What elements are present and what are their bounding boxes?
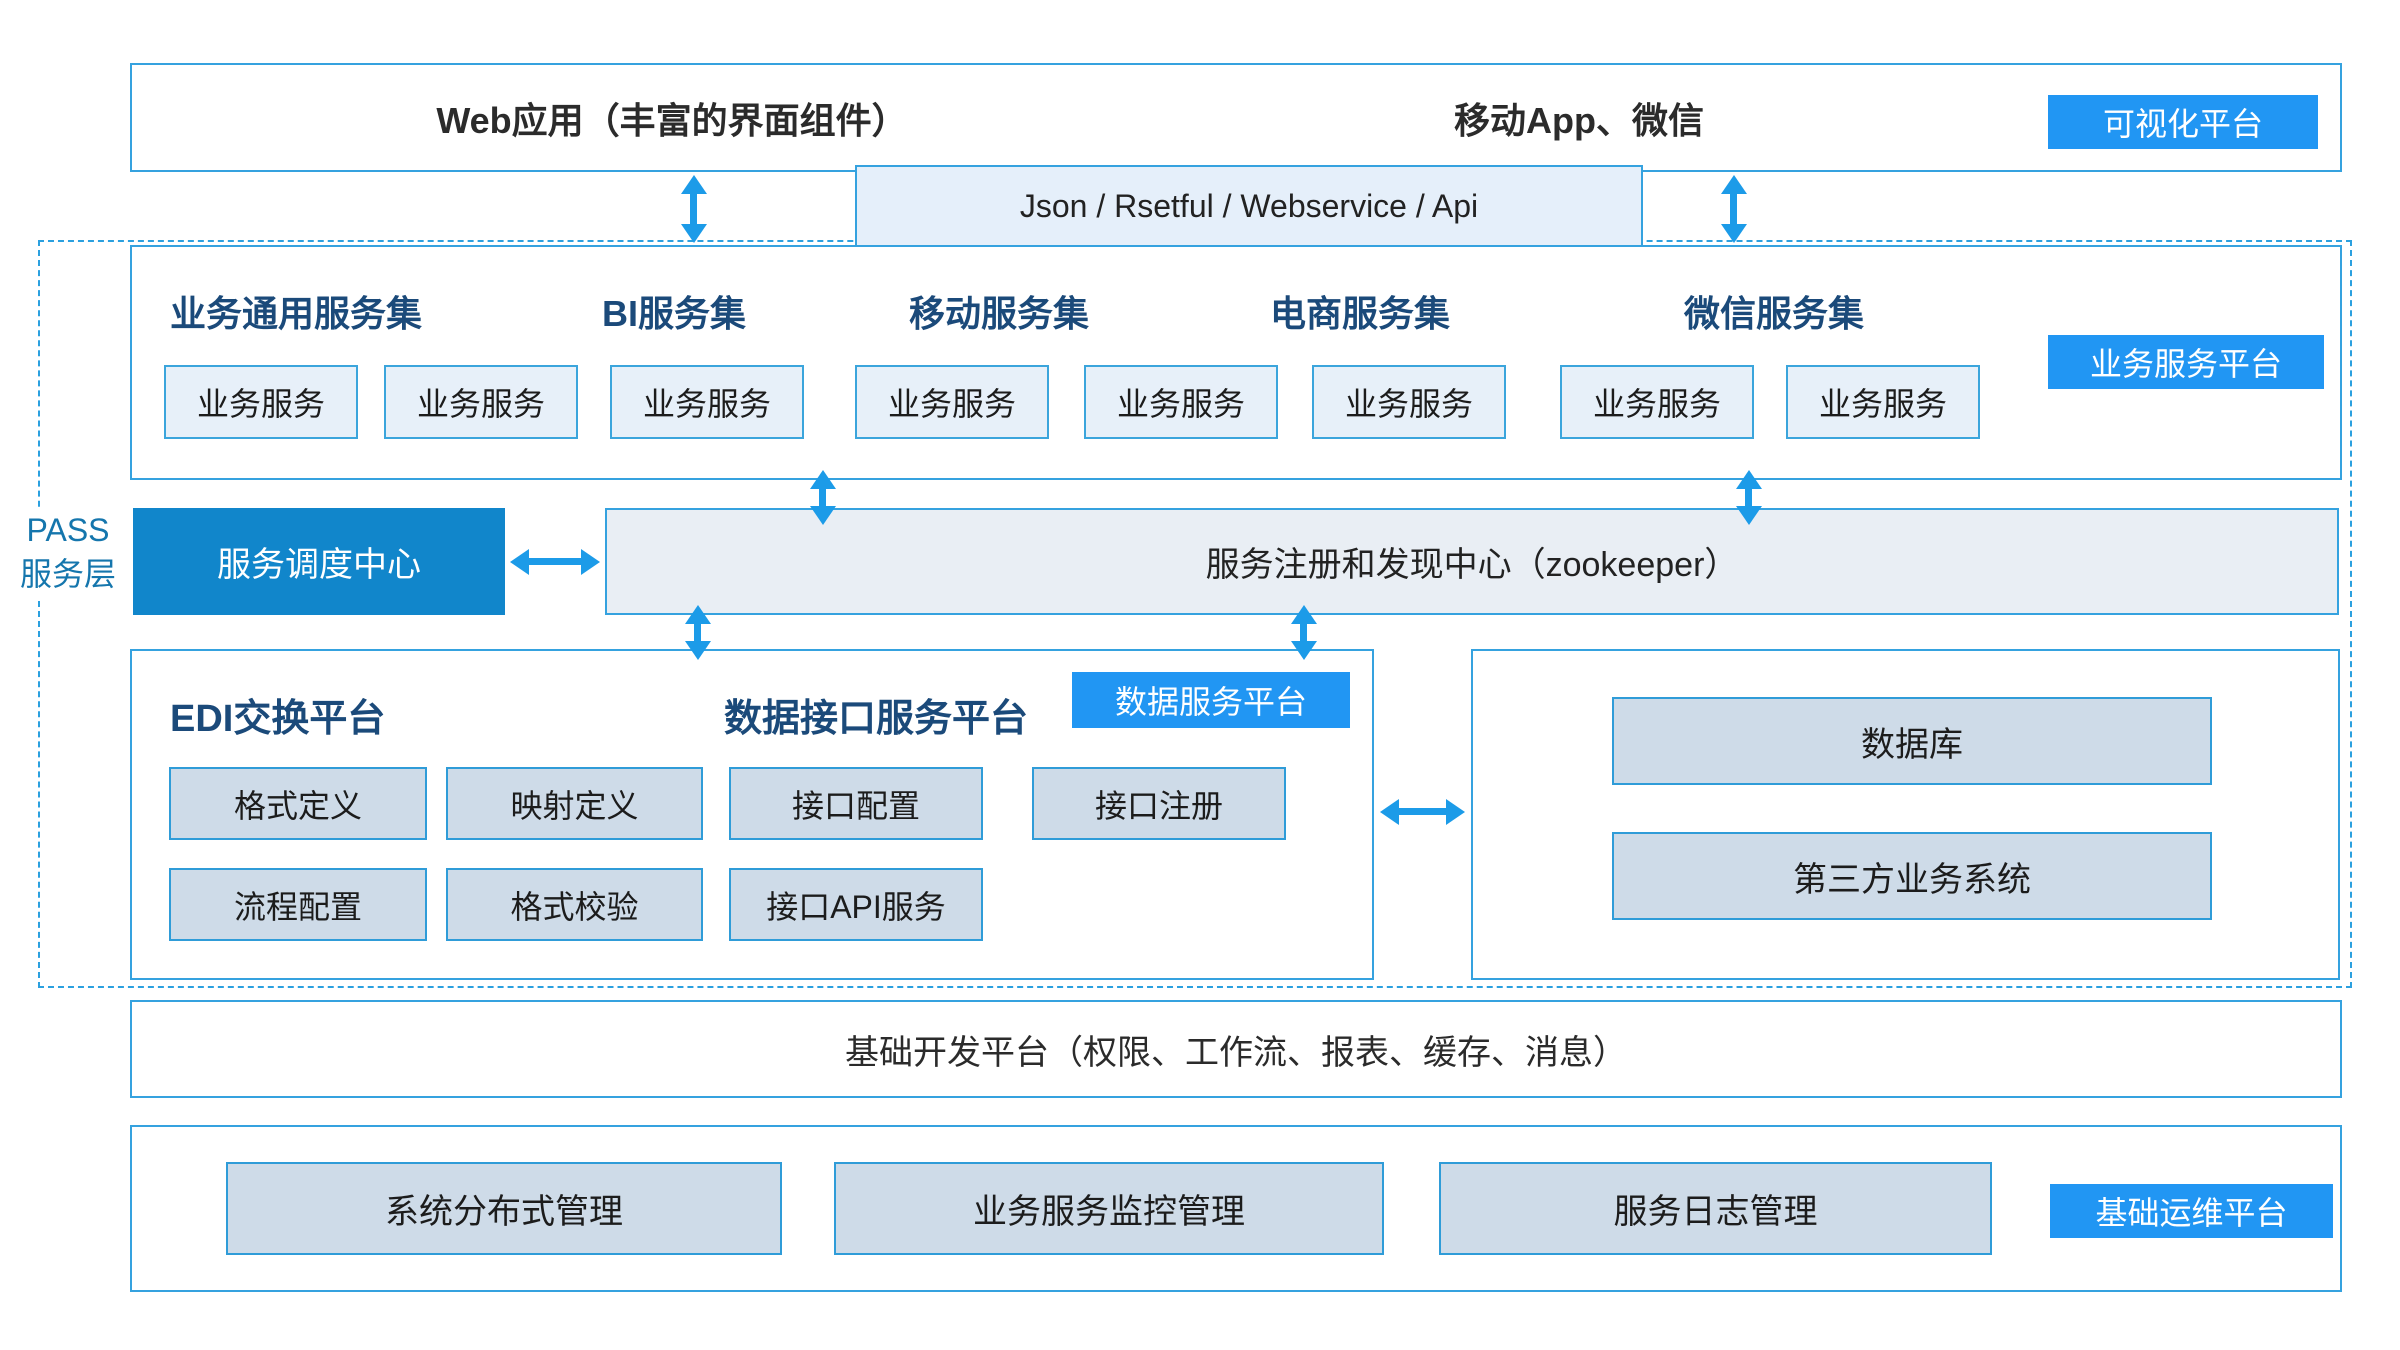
business-service-box: 业务服务	[1312, 365, 1506, 439]
pass-layer-label-line1: PASS	[26, 512, 110, 548]
double-arrow-dispatch-to-registry-icon	[528, 558, 582, 565]
business-service-box: 业务服务	[855, 365, 1049, 439]
process-config-box: 流程配置	[169, 868, 427, 941]
external-systems-panel: 数据库 第三方业务系统	[1471, 649, 2340, 980]
business-service-box: 业务服务	[384, 365, 578, 439]
visualization-platform-badge: 可视化平台	[2048, 95, 2318, 149]
database-box: 数据库	[1612, 697, 2212, 785]
pass-layer-label: PASS 服务层	[8, 508, 128, 600]
ops-platform-panel: 系统分布式管理 业务服务监控管理 服务日志管理 基础运维平台	[130, 1125, 2342, 1292]
format-validation-box: 格式校验	[446, 868, 703, 941]
double-arrow-services-to-registry-right-icon	[1745, 487, 1752, 508]
double-arrow-registry-to-data-icon	[1300, 622, 1307, 643]
web-app-label: Web应用（丰富的界面组件）	[436, 99, 908, 141]
business-service-box: 业务服务	[1560, 365, 1754, 439]
double-arrow-web-to-services-icon	[690, 192, 697, 226]
api-protocol-bar: Json / Rsetful / Webservice / Api	[855, 165, 1643, 247]
double-arrow-mobile-to-services-icon	[1730, 192, 1737, 226]
business-service-box: 业务服务	[1786, 365, 1980, 439]
interface-config-box: 接口配置	[729, 767, 983, 840]
edi-exchange-panel: EDI交换平台 数据接口服务平台 数据服务平台 格式定义 映射定义 接口配置 接…	[130, 649, 1374, 980]
group-header-bi-services: BI服务集	[602, 293, 747, 334]
group-header-ecommerce-services: 电商服务集	[1270, 293, 1451, 334]
third-party-system-box: 第三方业务系统	[1612, 832, 2212, 920]
top-layer-panel: Web应用（丰富的界面组件） 移动App、微信 可视化平台	[130, 63, 2342, 172]
double-arrow-edi-to-external-icon	[1398, 808, 1447, 815]
double-arrow-services-to-registry-left-icon	[819, 487, 826, 508]
mapping-definition-box: 映射定义	[446, 767, 703, 840]
pass-layer-label-line2: 服务层	[19, 556, 116, 592]
edi-platform-title: EDI交换平台	[170, 698, 386, 740]
group-header-mobile-services: 移动服务集	[909, 293, 1090, 334]
business-service-box: 业务服务	[164, 365, 358, 439]
data-interface-title: 数据接口服务平台	[724, 698, 1029, 740]
interface-register-box: 接口注册	[1032, 767, 1286, 840]
service-registry-box: 服务注册和发现中心（zookeeper）	[605, 508, 2339, 615]
business-service-panel: 业务通用服务集 BI服务集 移动服务集 电商服务集 微信服务集 业务服务 业务服…	[130, 245, 2342, 480]
format-definition-box: 格式定义	[169, 767, 427, 840]
group-header-common-services: 业务通用服务集	[170, 293, 423, 334]
group-header-wechat-services: 微信服务集	[1684, 293, 1865, 334]
data-platform-badge: 数据服务平台	[1072, 672, 1350, 728]
interface-api-box: 接口API服务	[729, 868, 983, 941]
dev-platform-bar: 基础开发平台（权限、工作流、报表、缓存、消息）	[130, 1000, 2342, 1098]
mobile-app-label: 移动App、微信	[1454, 99, 1704, 141]
double-arrow-registry-to-edi-icon	[694, 622, 701, 643]
distributed-management-box: 系统分布式管理	[226, 1162, 782, 1255]
service-dispatch-center: 服务调度中心	[133, 508, 505, 615]
business-platform-badge: 业务服务平台	[2048, 335, 2324, 389]
business-service-box: 业务服务	[1084, 365, 1278, 439]
business-service-box: 业务服务	[610, 365, 804, 439]
ops-platform-badge: 基础运维平台	[2050, 1184, 2333, 1238]
service-monitor-box: 业务服务监控管理	[834, 1162, 1384, 1255]
service-log-box: 服务日志管理	[1439, 1162, 1992, 1255]
